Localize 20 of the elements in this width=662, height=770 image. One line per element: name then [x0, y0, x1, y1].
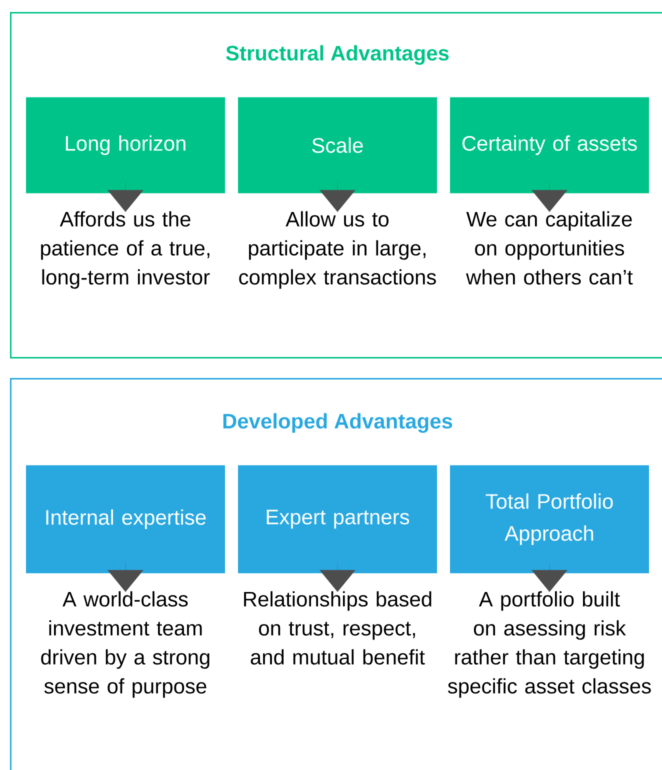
pointer-triangle	[108, 182, 144, 212]
heading-box: Internal expertise	[26, 465, 225, 574]
heading-box: Long horizon	[26, 97, 225, 194]
description-text: A portfolio built on asessing risk rather than targeting specific asset classes	[448, 591, 651, 698]
heading-box: Scale	[238, 97, 437, 194]
pointer-triangle	[108, 562, 144, 592]
description-text: Allow us to participate in large, complex transactions	[239, 211, 436, 289]
description-text: We can capitalize on opportunities when others can’t	[466, 211, 633, 285]
description-text: Affords us the patience of a true, long-term investor	[41, 211, 210, 289]
panel-title: Developed Advantages	[223, 413, 452, 433]
pointer-triangle	[320, 182, 356, 212]
heading-box: Total Portfolio Approach	[450, 465, 649, 574]
description-text: A world-class investment team driven by a strong sense of purpose	[41, 591, 210, 698]
pointer-triangle	[532, 182, 568, 212]
pointer-triangle	[320, 562, 356, 592]
panel-title: Structural Advantages	[226, 45, 449, 65]
description-text: Relationships based on trust, respect, and mutual benefit	[244, 591, 432, 665]
heading-box: Expert partners	[238, 465, 437, 574]
pointer-triangle	[532, 562, 568, 592]
heading-box: Certainty of assets	[450, 97, 649, 194]
